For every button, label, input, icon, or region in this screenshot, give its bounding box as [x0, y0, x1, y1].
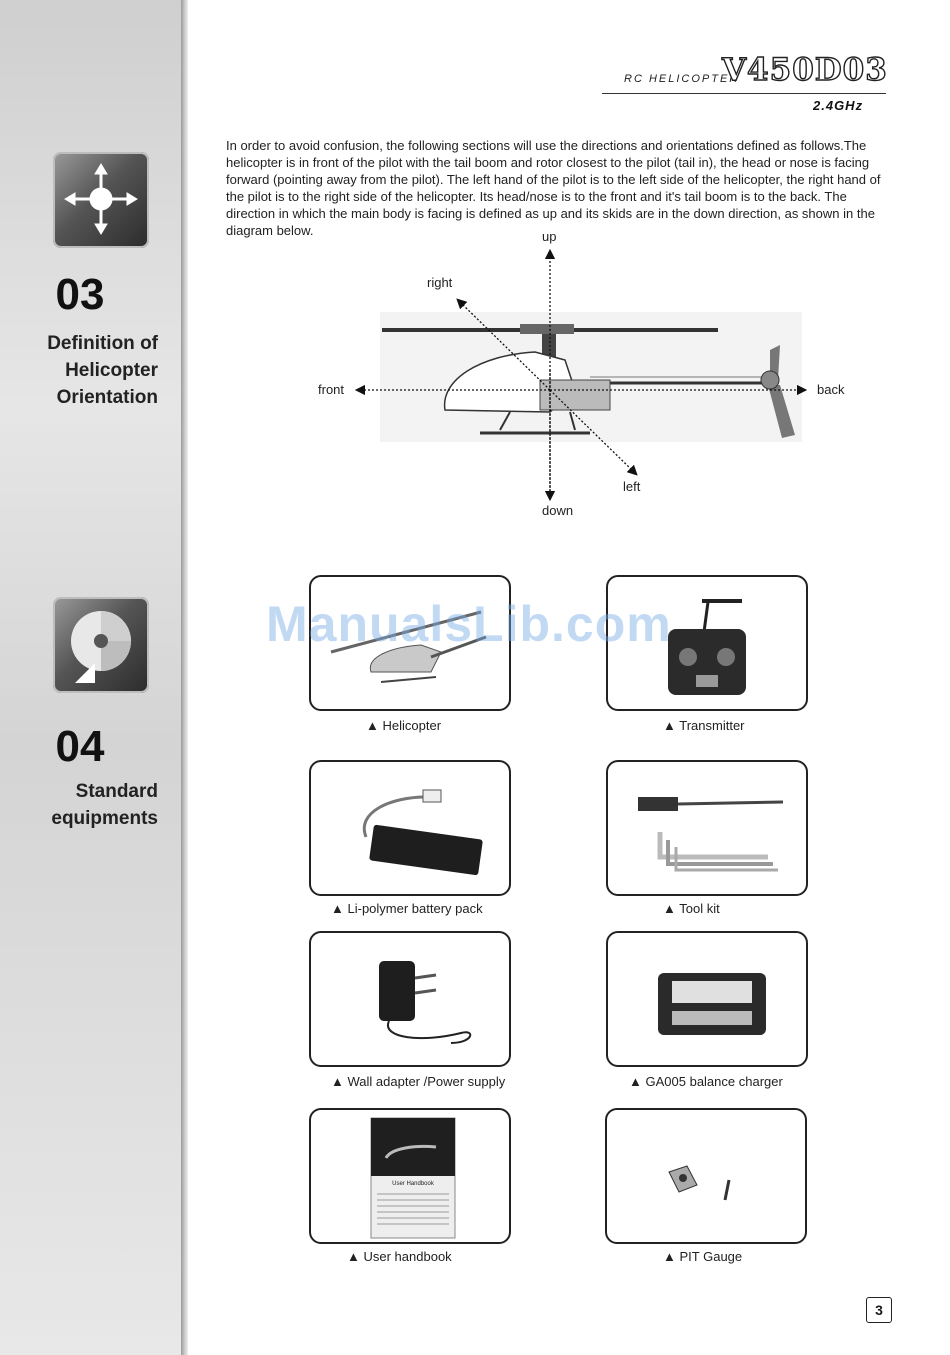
pitch-gauge-photo: [668, 1165, 731, 1201]
helicopter-card: [309, 575, 511, 711]
watermark: ManualsLib.com: [266, 596, 672, 652]
pit-gauge-card: [605, 1108, 807, 1244]
frame: [539, 379, 611, 411]
power-adapter-photo: [379, 961, 472, 1044]
handbook-card: User Handbook: [309, 1108, 511, 1244]
toolkit-card: [606, 760, 808, 896]
tool-kit-photo: [638, 797, 784, 872]
header-subtitle: RC HELICOPTER: [624, 73, 740, 85]
label-front: front: [318, 382, 345, 397]
helicopter-photo: [330, 610, 487, 683]
intro-paragraph: In order to avoid confusion, the followi…: [226, 138, 881, 238]
section-number-03: 03: [55, 270, 105, 319]
header-model: V450D03: [721, 51, 888, 88]
label-down: down: [542, 503, 574, 518]
header-band: 2.4GHz: [813, 98, 864, 113]
caption-battery: ▲ Li-polymer battery pack: [331, 901, 483, 916]
label-right: right: [427, 275, 453, 290]
section-number-04: 04: [55, 722, 105, 771]
disc-icon: [53, 597, 149, 693]
adapter-card: [309, 931, 511, 1067]
battery-photo: [362, 789, 483, 876]
label-up: up: [542, 229, 557, 244]
right-arrow: [456, 298, 551, 391]
lower-fin: [768, 385, 795, 438]
section-title-orientation: Definition of Helicopter Orientation: [47, 333, 158, 408]
label-left: left: [623, 479, 641, 494]
charger-photo: [658, 973, 766, 1035]
sidebar-edge: [181, 0, 188, 1355]
caption-handbook: ▲ User handbook: [347, 1249, 452, 1264]
transmitter-photo: [668, 599, 746, 695]
caption-adapter: ▲ Wall adapter /Power supply: [331, 1074, 506, 1089]
left-arrow: [549, 389, 638, 476]
caption-pit-gauge: ▲ PIT Gauge: [663, 1249, 743, 1264]
rotor-head: [520, 324, 574, 334]
transmitter-card: [606, 575, 808, 711]
caption-charger: ▲ GA005 balance charger: [629, 1074, 783, 1089]
caption-toolkit: ▲ Tool kit: [663, 901, 720, 916]
caption-transmitter: ▲ Transmitter: [663, 718, 745, 733]
direction-arrows-icon: [53, 152, 149, 248]
svg-text:User Handbook: User Handbook: [392, 1181, 435, 1187]
section-title-equipments: Standard equipments: [51, 781, 158, 829]
caption-helicopter: ▲ Helicopter: [366, 718, 442, 733]
handbook-photo: User Handbook: [370, 1117, 456, 1239]
battery-card: [309, 760, 511, 896]
label-back: back: [817, 382, 845, 397]
page-number: 3: [866, 1297, 892, 1323]
header-rule: [602, 93, 886, 94]
orientation-diagram: [354, 248, 808, 502]
charger-card: [606, 931, 808, 1067]
